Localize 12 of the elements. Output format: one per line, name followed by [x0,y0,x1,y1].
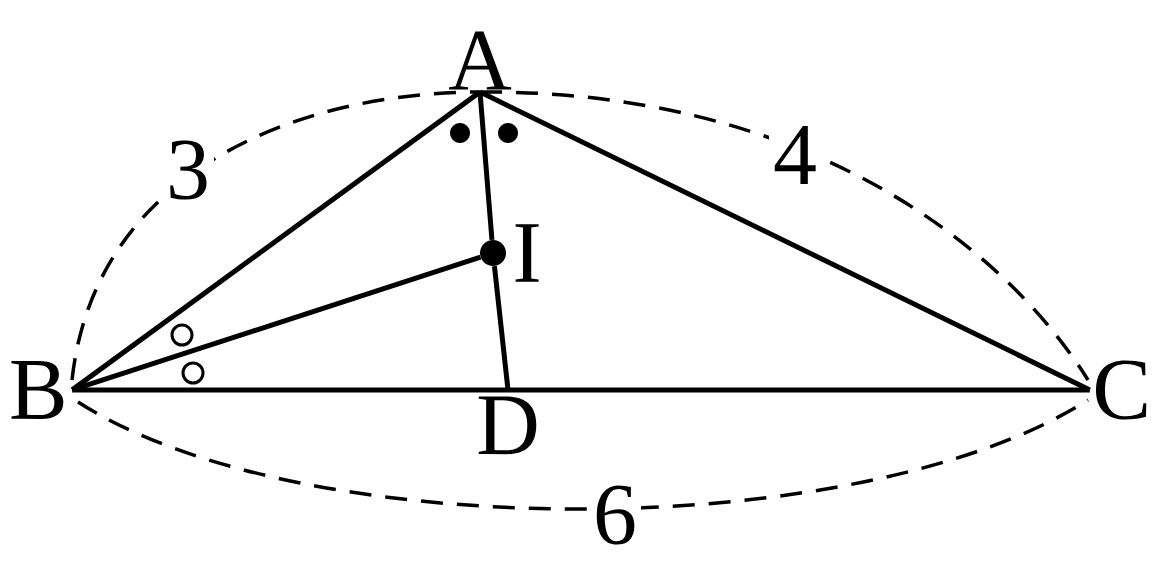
line-segment [72,387,1090,393]
line-segment [477,92,495,241]
dimension-label: 4 [769,122,821,188]
point-label: B [11,361,64,419]
dimension-label: 6 [589,481,641,549]
point-label: I [480,224,539,282]
dimension-label: 3 [162,136,214,204]
point-label: C [1096,360,1147,420]
line-segment [491,265,511,391]
point-label: D [478,396,537,455]
point-label: A [449,31,512,90]
line-segment [71,254,482,393]
